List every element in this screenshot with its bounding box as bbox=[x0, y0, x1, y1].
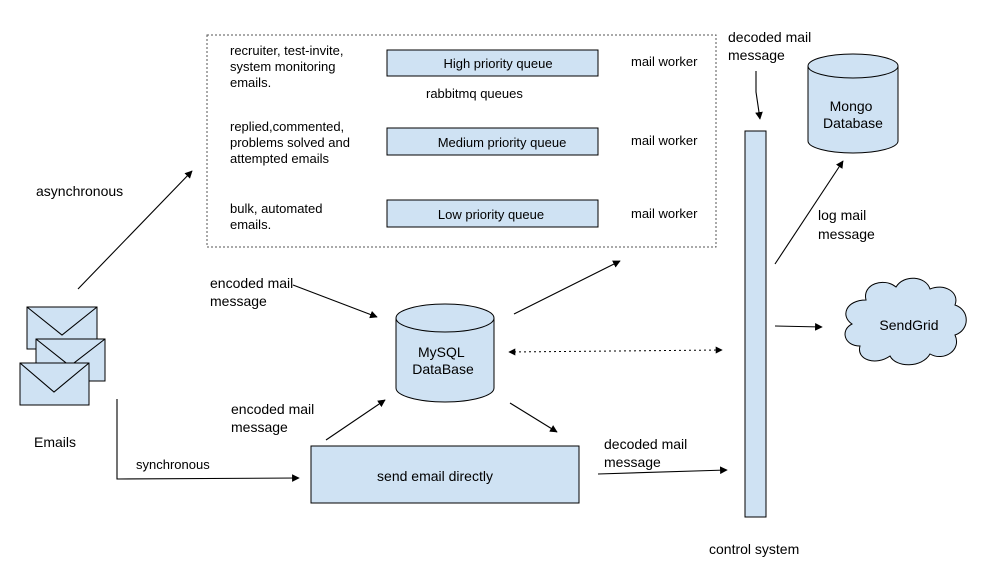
mail-worker-high: mail worker bbox=[631, 54, 698, 69]
medium-priority-queue bbox=[386, 127, 599, 156]
send-to-control-arrow bbox=[597, 466, 728, 475]
synchronous-arrow bbox=[116, 399, 300, 482]
asynchronous-arrow bbox=[77, 170, 193, 290]
rabbitmq-queues-label: rabbitmq queues bbox=[426, 86, 523, 101]
send-email-directly-box bbox=[310, 445, 580, 504]
mysql-label: MySQL DataBase bbox=[412, 344, 474, 377]
queue-to-mysql-arrow bbox=[292, 284, 378, 319]
mysql-to-send-arrow bbox=[509, 402, 558, 433]
high-priority-queue-label: High priority queue bbox=[443, 56, 552, 71]
decoded-message-top-label: decoded mail message bbox=[728, 29, 815, 63]
sendgrid-label: SendGrid bbox=[879, 317, 938, 333]
mongo-label: Mongo Database bbox=[823, 98, 883, 131]
high-priority-queue bbox=[386, 49, 599, 77]
emails-label: Emails bbox=[34, 434, 76, 450]
synchronous-label: synchronous bbox=[136, 457, 210, 472]
control-to-sendgrid-arrow bbox=[774, 323, 823, 331]
decoded-to-control-arrow bbox=[755, 71, 763, 120]
mysql-control-link bbox=[508, 346, 723, 356]
asynchronous-label: asynchronous bbox=[36, 183, 123, 199]
low-priority-queue bbox=[386, 199, 599, 228]
log-message-label: log mail message bbox=[818, 207, 875, 242]
sendgrid-cloud bbox=[844, 277, 967, 366]
low-queue-description: bulk, automated emails. bbox=[230, 201, 326, 232]
medium-priority-queue-label: Medium priority queue bbox=[438, 135, 567, 150]
mail-worker-low: mail worker bbox=[631, 206, 698, 221]
send-email-directly-label: send email directly bbox=[377, 468, 493, 484]
low-priority-queue-label: Low priority queue bbox=[438, 207, 544, 222]
encoded-message-top-label: encoded mail message bbox=[210, 275, 297, 309]
rabbitmq-container bbox=[206, 34, 717, 248]
mysql-database bbox=[395, 303, 495, 403]
high-queue-description: recruiter, test-invite, system monitorin… bbox=[230, 43, 347, 90]
medium-queue-description: replied,commented, problems solved and a… bbox=[230, 119, 354, 166]
mail-worker-medium: mail worker bbox=[631, 133, 698, 148]
decoded-message-bottom-label: decoded mail message bbox=[604, 436, 691, 470]
control-system-bar bbox=[744, 130, 767, 518]
mongo-database bbox=[807, 53, 899, 154]
control-to-mongo-arrow bbox=[774, 160, 844, 265]
control-system-label: control system bbox=[709, 541, 799, 557]
encoded-message-bottom-label: encoded mail message bbox=[231, 401, 318, 435]
send-to-mysql-arrow bbox=[325, 399, 386, 441]
mysql-to-queue-arrow bbox=[513, 260, 621, 315]
emails-icon bbox=[19, 306, 106, 406]
